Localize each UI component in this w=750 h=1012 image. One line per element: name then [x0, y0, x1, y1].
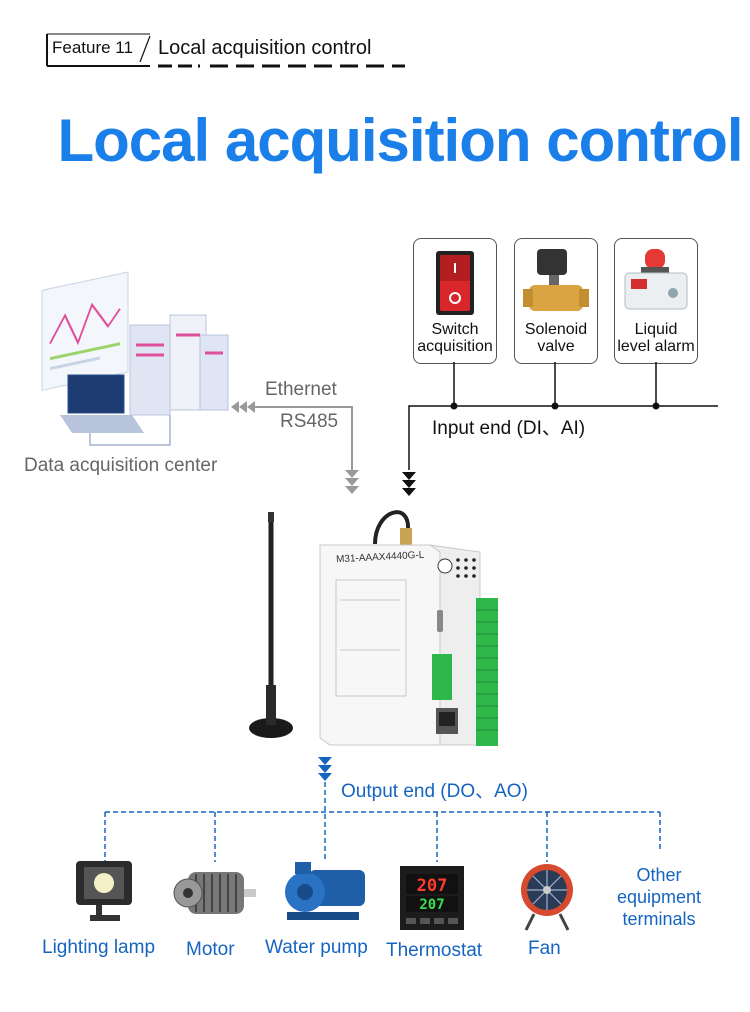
data-center-link-line	[231, 401, 359, 494]
rocker-switch-icon	[436, 251, 474, 315]
fan-icon	[521, 864, 573, 931]
input-end-label: Input end (DI、AI)	[432, 418, 586, 439]
input-card-line2: level alarm	[617, 338, 695, 355]
input-card-line1: Switch	[431, 321, 479, 338]
motor-icon	[173, 872, 256, 914]
solenoid-valve-icon	[523, 249, 589, 311]
level-alarm-icon	[624, 249, 688, 310]
input-card-level-alarm: Liquid level alarm	[614, 238, 698, 364]
input-card-valve: Solenoid valve	[514, 238, 598, 364]
ethernet-label: Ethernet	[265, 379, 337, 400]
output-label-fan: Fan	[528, 938, 561, 959]
page-title: Local acquisition control	[57, 107, 743, 174]
thermostat-icon: 207 207	[400, 866, 464, 930]
data-center-label: Data acquisition center	[24, 455, 218, 476]
thermostat-pv: 207	[417, 876, 448, 896]
input-card-line2: valve	[537, 338, 575, 355]
input-card-line2: acquisition	[417, 338, 493, 355]
feature-title: Local acquisition control	[158, 37, 372, 59]
water-pump-icon	[285, 862, 365, 920]
data-center-illustration	[41, 271, 229, 446]
input-bus	[402, 362, 718, 496]
input-card-line1: Solenoid	[524, 321, 588, 338]
io-device	[249, 510, 498, 746]
output-end-label: Output end (DO、AO)	[341, 781, 528, 802]
input-card-switch: Switch acquisition	[413, 238, 497, 364]
output-label-water-pump: Water pump	[265, 937, 368, 958]
output-label-motor: Motor	[186, 939, 235, 960]
output-label-other: Other equipment terminals	[616, 865, 702, 929]
output-label-lighting-lamp: Lighting lamp	[42, 937, 156, 958]
input-card-line1: Liquid	[634, 321, 678, 338]
thermostat-sv: 207	[419, 897, 444, 913]
feature-label: Feature 11	[52, 38, 133, 57]
lighting-lamp-icon	[76, 861, 132, 921]
feature-badge-frame	[46, 33, 405, 68]
rs485-label: RS485	[280, 411, 339, 432]
output-label-thermostat: Thermostat	[386, 940, 483, 961]
